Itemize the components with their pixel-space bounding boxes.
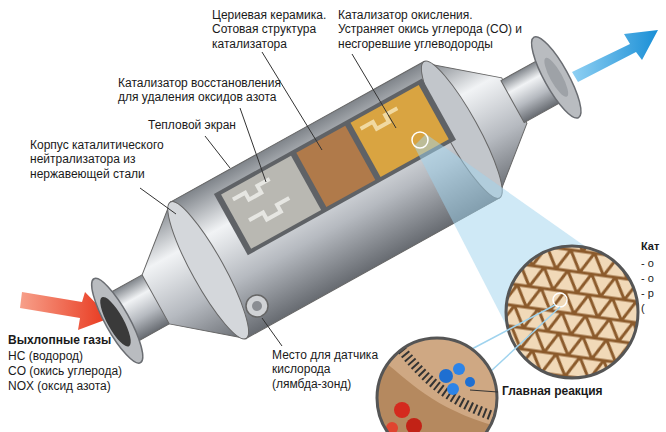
part-label: Тепловой экран bbox=[148, 118, 236, 132]
part-label: Катализатор восстановления для удаления … bbox=[118, 76, 298, 105]
gas-item: CO (окись углерода) bbox=[8, 364, 122, 378]
cut-label: - о bbox=[641, 272, 654, 285]
part-label: Корпус каталитического нейтрализатора из… bbox=[30, 138, 172, 181]
cut-label: - р bbox=[641, 287, 654, 300]
part-label: Место для датчика кислорода (лямбда-зонд… bbox=[272, 348, 380, 391]
cut-label: Кат bbox=[641, 240, 659, 253]
honeycomb-zoom bbox=[500, 240, 650, 390]
outlet-arrow bbox=[572, 30, 658, 82]
part-label: Цериевая керамика. Сотовая структура кат… bbox=[212, 8, 334, 51]
gas-heading: Выхлопные газы bbox=[8, 333, 111, 347]
sensor-port bbox=[246, 295, 268, 317]
gas-item: HC (водород) bbox=[8, 349, 83, 363]
reaction-zoom bbox=[370, 330, 510, 432]
reaction-label: Главная реакция bbox=[502, 384, 603, 398]
cut-label: - о bbox=[641, 257, 654, 270]
cut-label: ( bbox=[641, 302, 645, 315]
gas-item: NOX (оксид азота) bbox=[8, 379, 111, 393]
part-label: Катализатор окисления. Устраняет окись у… bbox=[338, 8, 530, 51]
